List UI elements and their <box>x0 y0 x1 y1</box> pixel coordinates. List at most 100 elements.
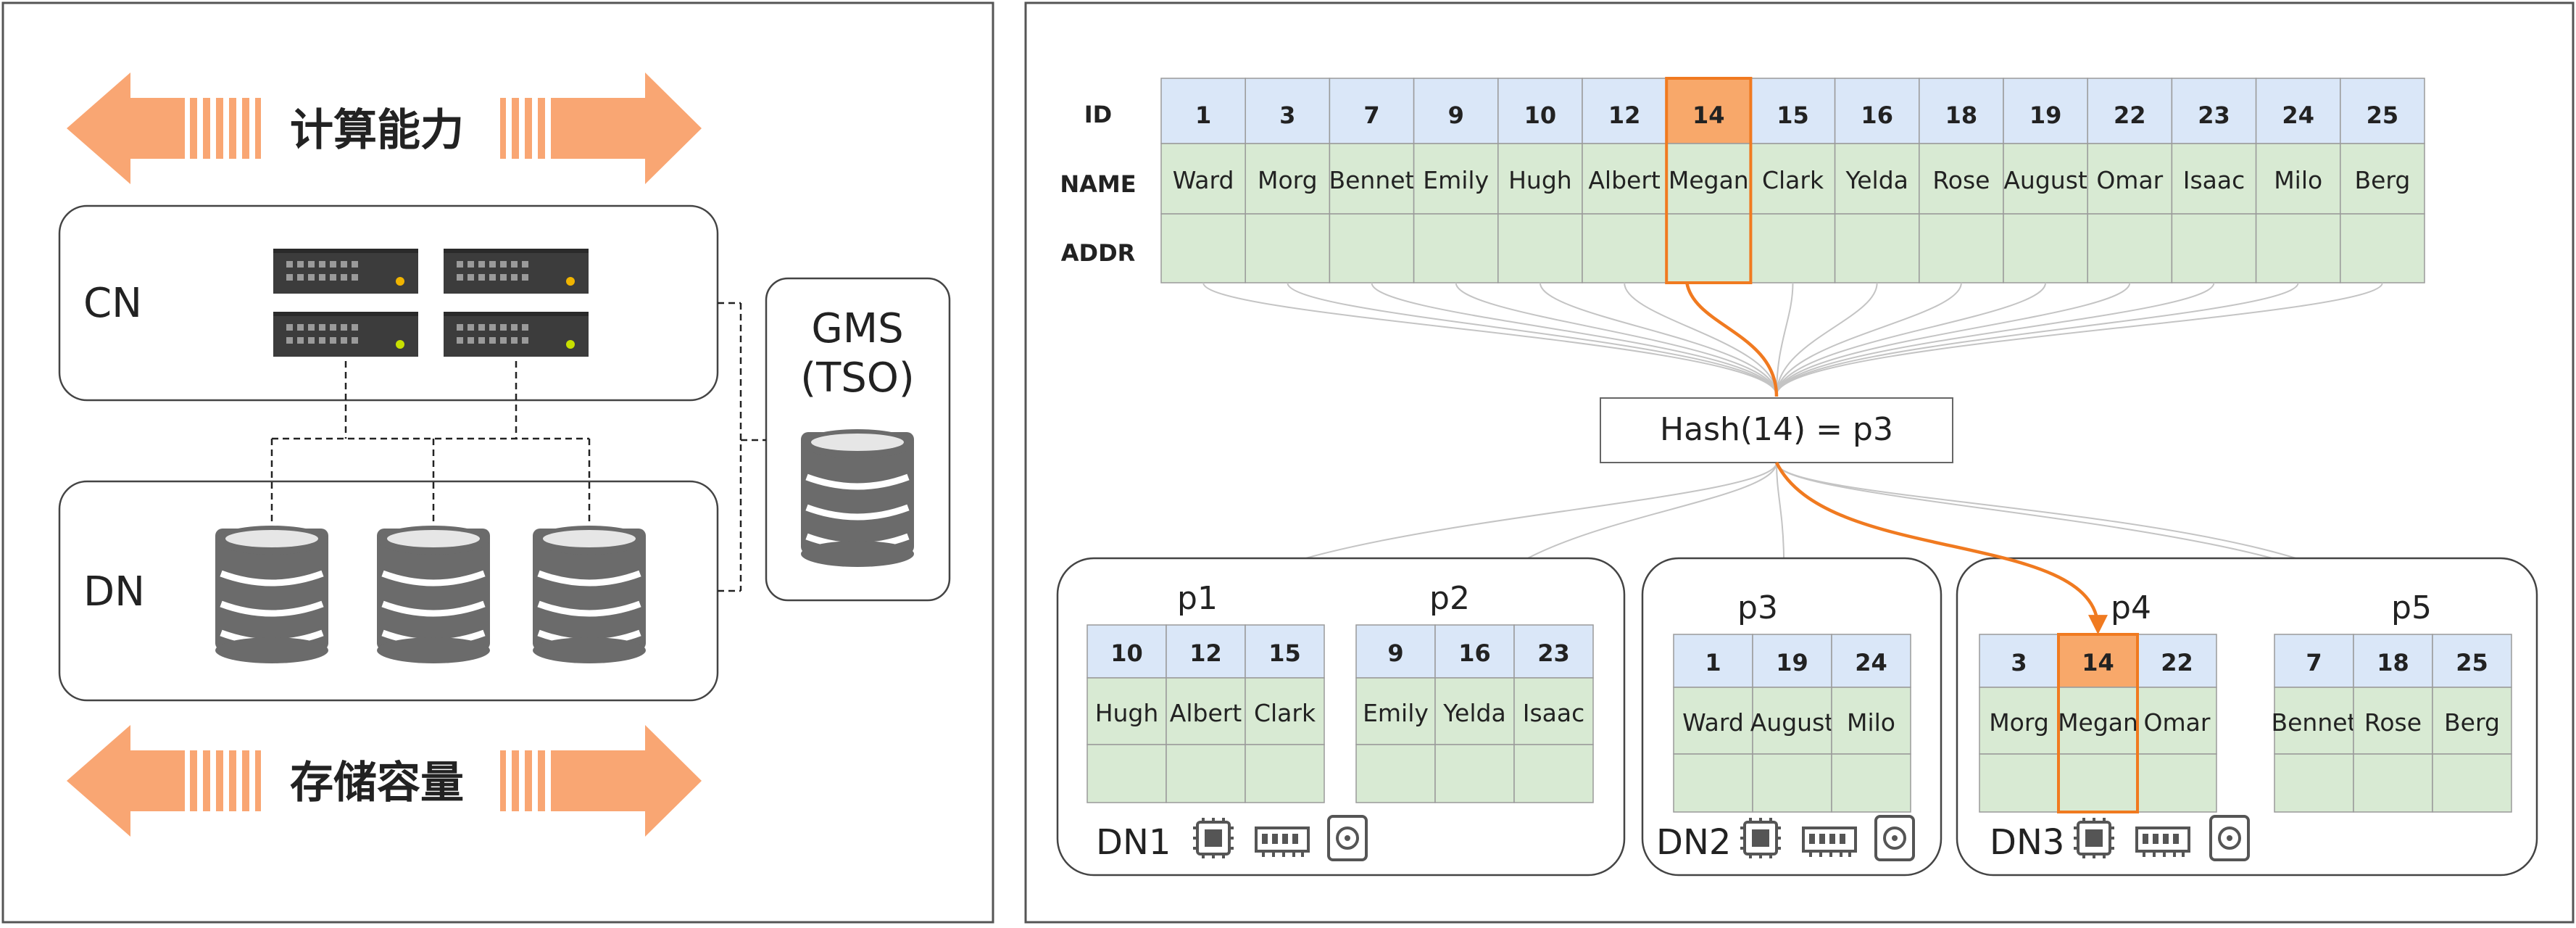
partition-label: p1 <box>1177 580 1218 617</box>
id-cell-value: 23 <box>2198 102 2230 129</box>
partition-name-cell <box>2432 687 2512 755</box>
cn-box <box>58 204 719 402</box>
partition-addr-cell <box>1673 753 1753 813</box>
route-line <box>1455 282 1777 396</box>
route-line <box>1539 282 1777 396</box>
partition-id-cell <box>2137 634 2217 688</box>
name-cell <box>2340 143 2425 215</box>
addr-cell <box>1329 213 1415 283</box>
dn2-node: DN2 <box>1656 815 1915 863</box>
addr-cell <box>1834 213 1920 283</box>
id-cell <box>1245 78 1331 144</box>
partition-name-cell <box>1513 677 1594 745</box>
id-cell <box>1834 78 1920 144</box>
memory-icon <box>1255 826 1310 857</box>
addr-cell <box>2003 213 2088 283</box>
addr-cell <box>1750 213 1836 283</box>
partition-name-cell <box>1166 677 1246 745</box>
name-cell-value: Omar <box>2096 166 2163 194</box>
tso-label: (TSO) <box>800 355 915 402</box>
name-cell-value: Yelda <box>1845 166 1908 194</box>
partition-addr-cell <box>2137 753 2217 813</box>
cpu-icon <box>1193 818 1234 858</box>
partition-name-value: Morg <box>1989 708 2049 737</box>
id-cell-value: 12 <box>1608 102 1641 129</box>
partition-name-value: Albert <box>1170 699 1242 727</box>
id-cell <box>2171 78 2257 144</box>
compute-capacity-label: 计算能力 <box>290 105 464 156</box>
name-cell-value: Emily <box>1423 166 1489 194</box>
memory-icon <box>2135 826 2190 857</box>
name-cell <box>1834 143 1920 215</box>
partition-id-cell <box>2432 634 2512 688</box>
partition-id-value: 15 <box>1268 639 1301 667</box>
main-table: 1Ward3Morg7Bennet9Emily10Hugh12Albert14M… <box>1160 77 2425 284</box>
partition-id-value: 14 <box>2082 649 2114 676</box>
name-cell <box>2171 143 2257 215</box>
partition-addr-cell <box>1513 744 1594 803</box>
name-cell-value: Megan <box>1669 166 1749 194</box>
route-line <box>1776 282 2383 396</box>
cn-server-3 <box>273 312 418 357</box>
partition-id-value: 16 <box>1458 639 1491 667</box>
id-cell-value: 10 <box>1524 102 1557 129</box>
cn-server-4 <box>444 312 589 357</box>
partition-name-value: Berg <box>2444 708 2500 737</box>
id-cell <box>2003 78 2088 144</box>
partition-name-value: Clark <box>1254 699 1316 727</box>
cn-server-1 <box>273 249 418 294</box>
gms-label: GMS <box>811 305 903 352</box>
cpu-icon <box>1740 818 1781 858</box>
storage-capacity-label: 存储容量 <box>290 758 464 808</box>
partition-label: p3 <box>1737 589 1778 626</box>
gms-database-icon <box>801 429 914 567</box>
cn-server-2 <box>444 249 589 294</box>
partition-id-cell <box>2353 634 2433 688</box>
name-cell-value: Ward <box>1173 166 1234 194</box>
partition-addr-cell <box>1752 753 1832 813</box>
partition-id-value: 9 <box>1387 639 1403 667</box>
id-cell <box>2255 78 2341 144</box>
partition-name-value: Megan <box>2058 708 2138 737</box>
route-line <box>1776 282 2047 396</box>
partition-id-value: 18 <box>2377 649 2409 676</box>
name-cell-value: Albert <box>1588 166 1661 194</box>
partition-id-value: 23 <box>1537 639 1570 667</box>
highlight-route-out <box>1774 462 2108 635</box>
route-line <box>1776 282 2131 396</box>
partition-addr-cell <box>2353 753 2433 813</box>
dn-database-icon-2 <box>377 526 490 663</box>
dn1-node: DN1 <box>1096 815 1368 863</box>
name-cell <box>1413 143 1499 215</box>
id-cell <box>1582 78 1667 144</box>
cn-dn-connectors <box>270 302 766 592</box>
route-line <box>1776 282 2299 396</box>
partition-name-value: August <box>1750 708 1835 737</box>
disk-icon <box>1327 815 1368 861</box>
main-table-row-labels: ID NAME ADDR <box>1060 101 1136 267</box>
addr-cell <box>1160 213 1246 283</box>
partition-id-value: 10 <box>1110 639 1143 667</box>
addr-cell <box>2171 213 2257 283</box>
partition-name-value: Omar <box>2144 708 2211 737</box>
partition-addr-cell <box>1245 744 1325 803</box>
partition-name-cell <box>1245 677 1325 745</box>
addr-cell <box>1919 213 2004 283</box>
name-cell <box>1582 143 1667 215</box>
highlight-route <box>1685 282 2108 635</box>
partition-addr-cell <box>1979 753 2059 813</box>
partition-name-value: Emily <box>1363 699 1429 727</box>
partition-addr-cell <box>2058 753 2138 813</box>
addr-cell <box>1245 213 1331 283</box>
name-cell-value: Clark <box>1762 166 1824 194</box>
dn2-label: DN2 <box>1656 822 1731 863</box>
dn-label: DN <box>83 568 145 616</box>
partition-addr-cell <box>1831 753 1911 813</box>
name-cell-value: Berg <box>2354 166 2410 194</box>
partition-addr-cell <box>2432 753 2512 813</box>
name-cell-value: Isaac <box>2183 166 2245 194</box>
partition-id-value: 3 <box>2011 649 2027 676</box>
id-cell-value: 14 <box>1692 102 1725 129</box>
addr-cell <box>2087 213 2173 283</box>
partition-name-cell <box>1087 677 1167 745</box>
